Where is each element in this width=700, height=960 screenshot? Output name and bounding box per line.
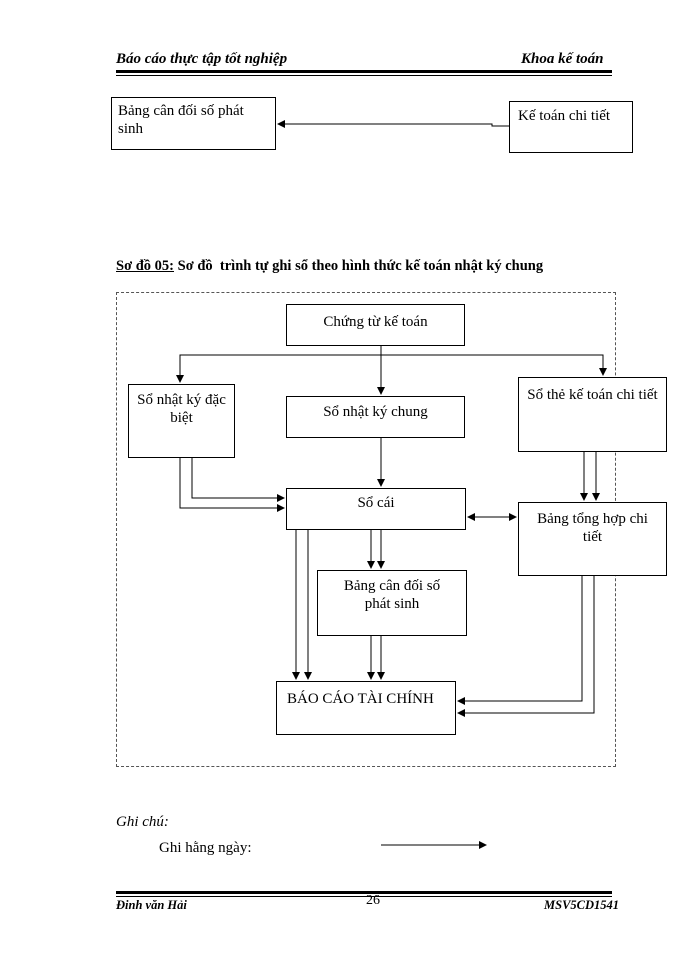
node-nhat-ky-chung: Sổ nhật ký chung [286,396,465,438]
header-rule-thick [116,70,612,73]
node-chung-tu-label: Chứng từ kế toán [323,314,428,330]
node-so-cai-label: Sổ cái [357,495,395,511]
node-bang-tong-hop: Bảng tổng hợp chi tiết [518,502,667,576]
arrow-chungtu-to-sothe [381,354,607,376]
box-bang-can-doi-top: Bảng cân đối số phát sinh [111,97,276,150]
diagram-title-text: Sơ đồ trình tự ghi sổ theo hình thức kế … [174,258,544,274]
header-rule-thin [116,75,612,76]
node-nhat-ky-chung-label: Sổ nhật ký chung [323,404,428,420]
arrow-chungtu-to-nhatkydacbiet [176,354,381,383]
node-so-the-chi-tiet: Sổ thẻ kế toán chi tiết [518,377,667,452]
arrow-dacbiet-to-socai-1 [191,458,285,502]
footer-author: Đinh văn Hải [116,898,187,912]
legend-title: Ghi chú: [116,814,169,830]
arrow-top-fragment [277,120,509,128]
header-right: Khoa kế toán [521,51,604,67]
node-chung-tu: Chứng từ kế toán [286,304,465,346]
node-bang-tong-hop-label: Bảng tổng hợp chi tiết [537,511,648,545]
arrow-tonghop-to-baocao-2 [457,576,595,717]
box-ke-toan-chi-tiet: Kế toán chi tiết [509,101,633,153]
diagram-title-prefix: Sơ đồ 05: [116,258,174,274]
footer-rule-thin [116,896,612,897]
header-left: Báo cáo thực tập tốt nghiệp [116,51,288,67]
arrow-dacbiet-to-socai-2 [179,458,285,512]
node-bao-cao: BÁO CÁO TÀI CHÍNH [276,681,456,735]
node-bang-can-doi: Bảng cân đối số phát sinh [317,570,467,636]
box-ke-toan-chi-tiet-label: Kế toán chi tiết [518,108,611,124]
box-bang-can-doi-top-label: Bảng cân đối số phát sinh [118,103,244,137]
node-nhat-ky-dac-biet: Sổ nhật ký đặc biệt [128,384,235,458]
node-so-cai: Sổ cái [286,488,466,530]
node-bao-cao-label: BÁO CÁO TÀI CHÍNH [287,691,434,707]
node-nhat-ky-dac-biet-label: Sổ nhật ký đặc biệt [137,392,226,426]
diagram-title: Sơ đồ 05: Sơ đồ trình tự ghi sổ theo hìn… [116,258,543,275]
node-bang-can-doi-label: Bảng cân đối số phát sinh [343,578,441,612]
node-so-the-chi-tiet-label: Sổ thẻ kế toán chi tiết [527,387,658,403]
footer-rule-thick [116,891,612,894]
legend-daily-label: Ghi hằng ngày: [159,840,252,856]
footer-page-number: 26 [366,893,380,908]
arrow-tonghop-to-baocao-1 [457,576,583,705]
footer-student-id: MSV5CD1541 [544,898,620,912]
